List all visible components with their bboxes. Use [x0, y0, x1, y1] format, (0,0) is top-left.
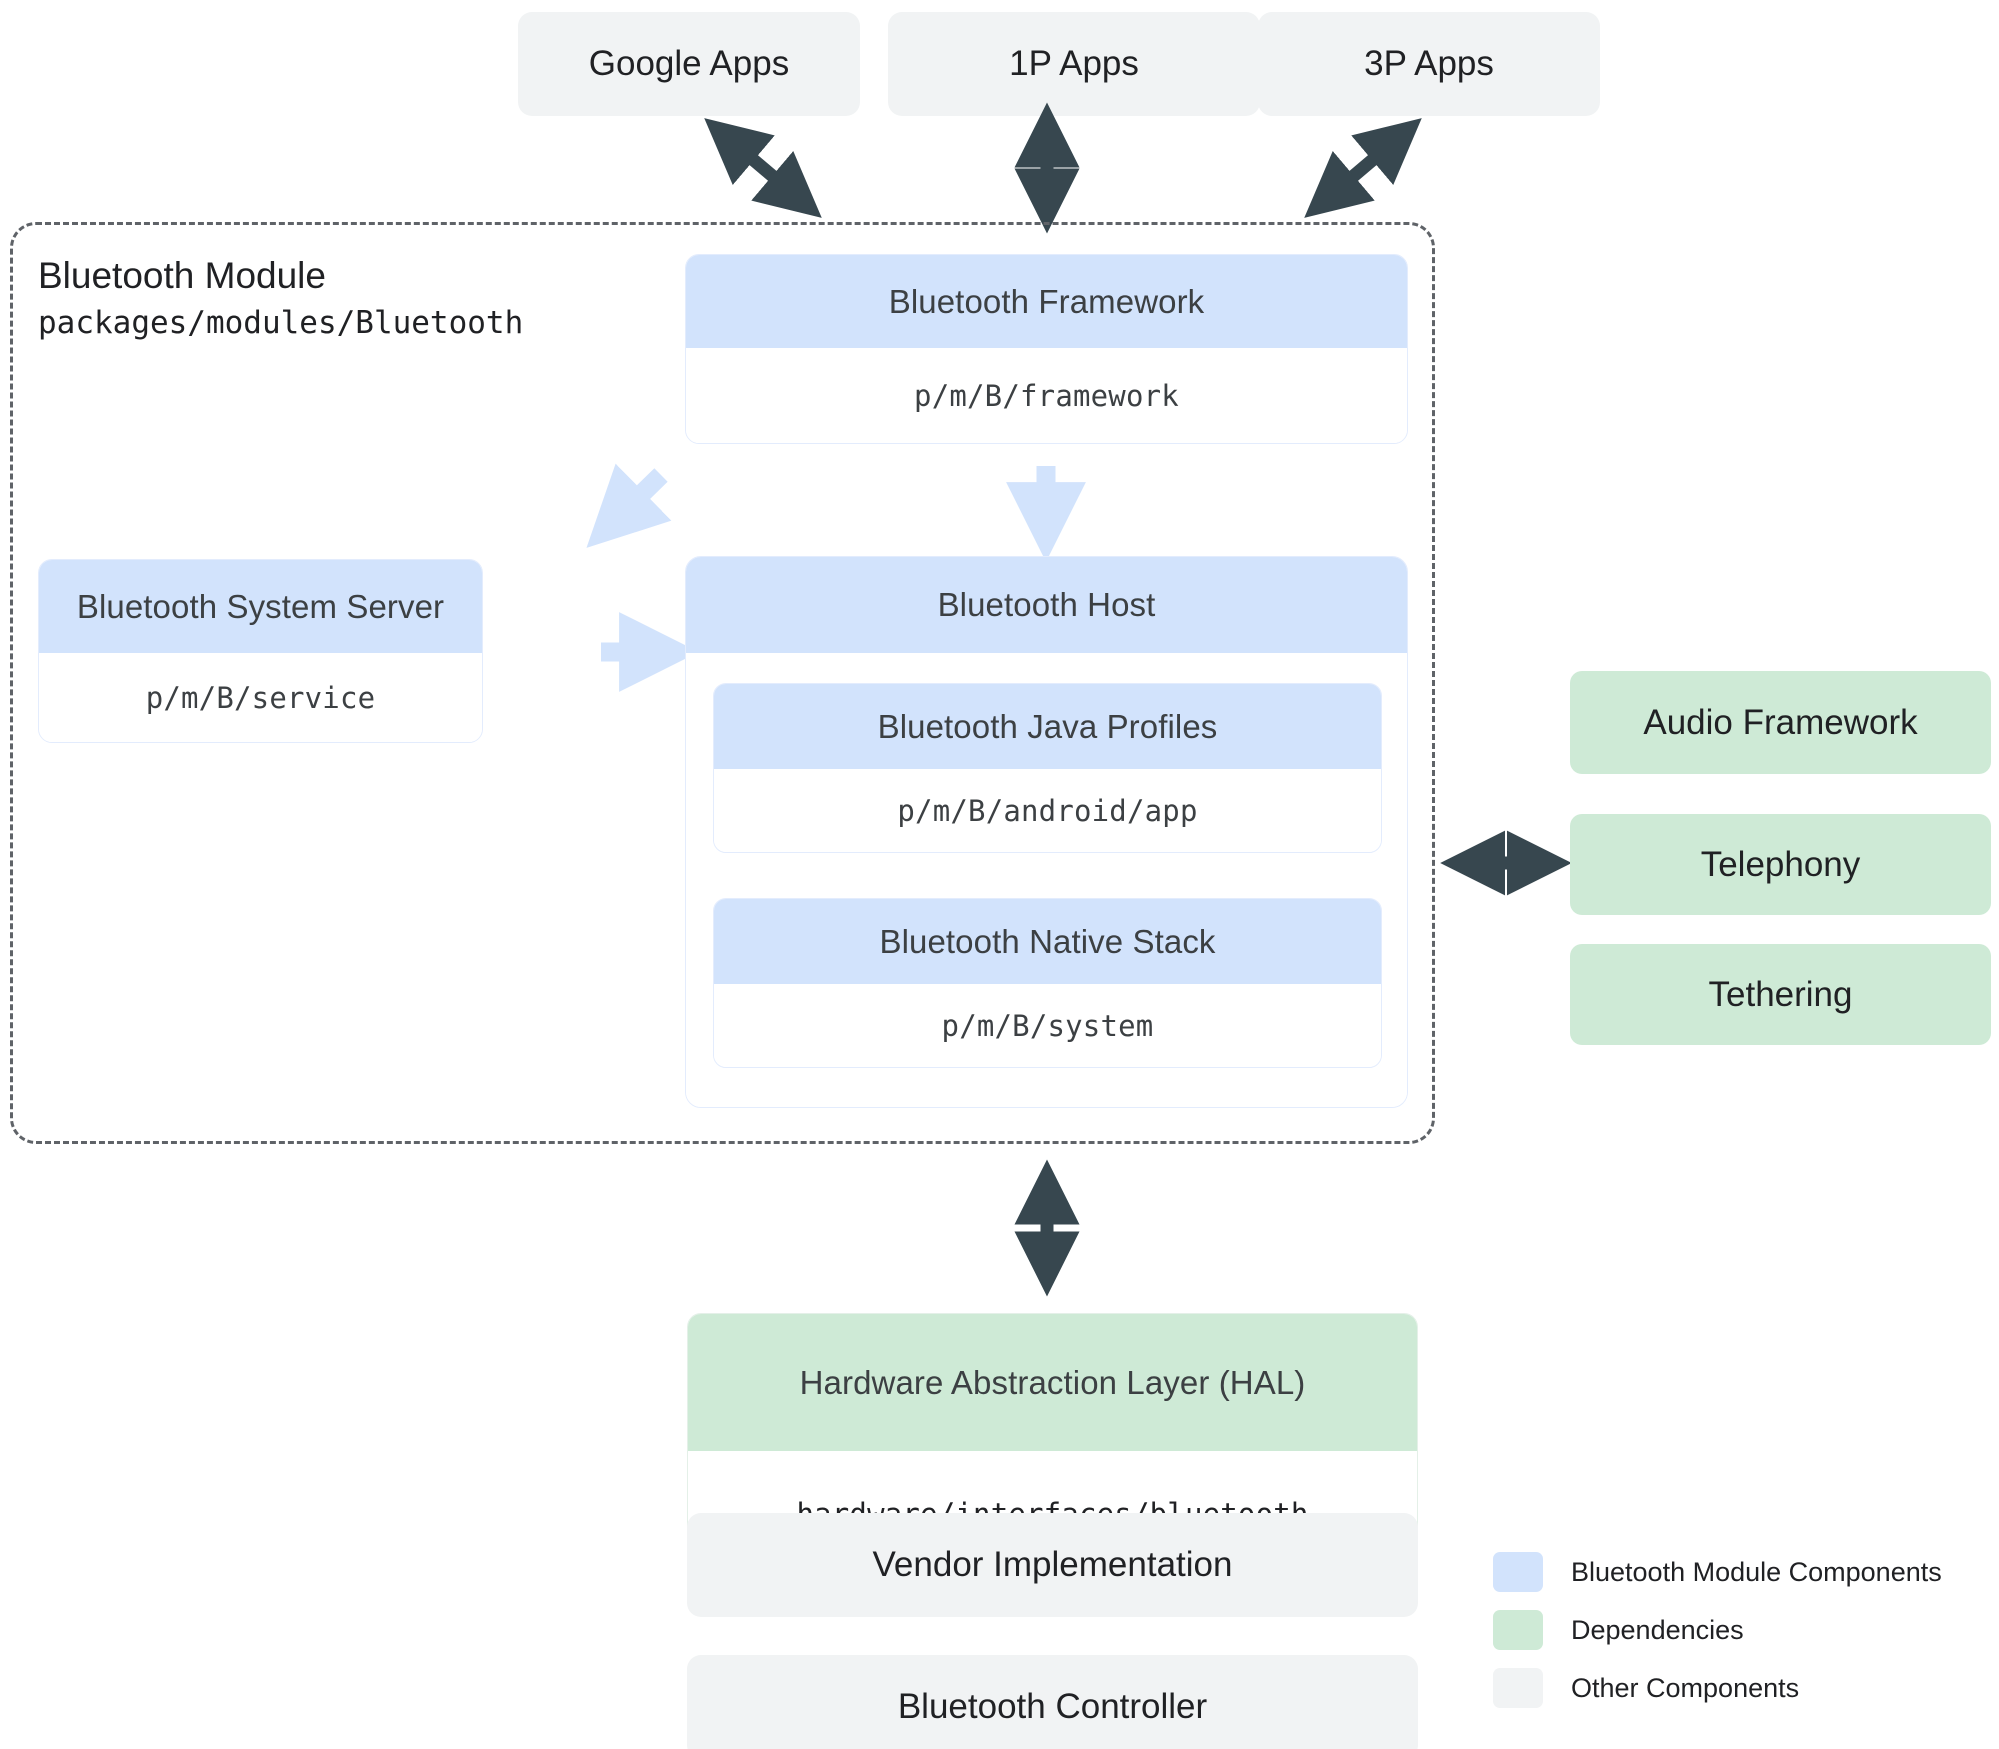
hal-title: Hardware Abstraction Layer (HAL)	[688, 1314, 1417, 1451]
module-title: Bluetooth Module	[38, 255, 326, 296]
legend-row-dependencies: Dependencies	[1493, 1610, 1942, 1650]
legend-row-other-components: Other Components	[1493, 1668, 1942, 1708]
bluetooth-framework-box[interactable]: Bluetooth Framework p/m/B/framework	[685, 254, 1408, 444]
bluetooth-controller-box[interactable]: Bluetooth Controller	[687, 1655, 1418, 1749]
app-box-label: 3P Apps	[1364, 44, 1494, 83]
legend-row-module-components: Bluetooth Module Components	[1493, 1552, 1942, 1592]
legend: Bluetooth Module Components Dependencies…	[1493, 1552, 1942, 1726]
bluetooth-native-stack-path: p/m/B/system	[714, 984, 1381, 1067]
arrow-module-to-hal	[1014, 1159, 1080, 1297]
dependency-box-telephony[interactable]: Telephony	[1570, 814, 1991, 915]
dependency-box-tethering[interactable]: Tethering	[1570, 944, 1991, 1045]
dependency-label: Audio Framework	[1643, 702, 1918, 742]
bluetooth-java-profiles-path: p/m/B/android/app	[714, 769, 1381, 852]
arrow-framework-to-host	[1006, 462, 1086, 562]
bluetooth-controller-label: Bluetooth Controller	[897, 1687, 1208, 1726]
legend-swatch-grey	[1493, 1668, 1543, 1708]
legend-label: Dependencies	[1571, 1614, 1744, 1645]
app-box-label: Google Apps	[588, 44, 790, 83]
bluetooth-system-server-box[interactable]: Bluetooth System Server p/m/B/service	[38, 559, 483, 743]
bluetooth-system-server-title: Bluetooth System Server	[39, 560, 482, 653]
legend-label: Other Components	[1571, 1672, 1800, 1703]
legend-label: Bluetooth Module Components	[1571, 1556, 1942, 1587]
bluetooth-native-stack-box[interactable]: Bluetooth Native Stack p/m/B/system	[713, 898, 1382, 1068]
bluetooth-framework-path: p/m/B/framework	[686, 348, 1407, 443]
bluetooth-module-container	[10, 222, 1435, 1144]
arrow-system-server-to-host	[597, 612, 699, 692]
legend-swatch-green	[1493, 1610, 1543, 1650]
arrow-host-to-dependencies	[1440, 830, 1572, 896]
app-box-label: 1P Apps	[1009, 44, 1139, 83]
arrow-framework-to-system-server	[586, 463, 675, 548]
app-box-google-apps[interactable]: Google Apps	[518, 12, 860, 116]
dependency-label: Telephony	[1700, 844, 1861, 884]
dependency-box-audio-framework[interactable]: Audio Framework	[1570, 671, 1991, 774]
bluetooth-java-profiles-box[interactable]: Bluetooth Java Profiles p/m/B/android/ap…	[713, 683, 1382, 853]
app-box-3p-apps[interactable]: 3P Apps	[1258, 12, 1600, 116]
bluetooth-host-box[interactable]: Bluetooth Host Bluetooth Java Profiles p…	[685, 556, 1408, 1108]
module-path: packages/modules/Bluetooth	[38, 305, 524, 341]
dependency-label: Tethering	[1708, 974, 1853, 1014]
arrow-3p-apps-to-module	[1304, 118, 1422, 218]
app-box-1p-apps[interactable]: 1P Apps	[888, 12, 1260, 116]
bluetooth-java-profiles-title: Bluetooth Java Profiles	[714, 684, 1381, 769]
bluetooth-native-stack-title: Bluetooth Native Stack	[714, 899, 1381, 984]
arrow-google-apps-to-module	[704, 118, 822, 218]
bluetooth-framework-title: Bluetooth Framework	[686, 255, 1407, 348]
legend-swatch-blue	[1493, 1552, 1543, 1592]
bluetooth-system-server-path: p/m/B/service	[39, 653, 482, 742]
vendor-implementation-label: Vendor Implementation	[872, 1545, 1233, 1584]
bluetooth-host-title: Bluetooth Host	[686, 557, 1407, 653]
arrow-1p-apps-to-module	[1014, 102, 1080, 234]
vendor-implementation-box[interactable]: Vendor Implementation	[687, 1513, 1418, 1617]
